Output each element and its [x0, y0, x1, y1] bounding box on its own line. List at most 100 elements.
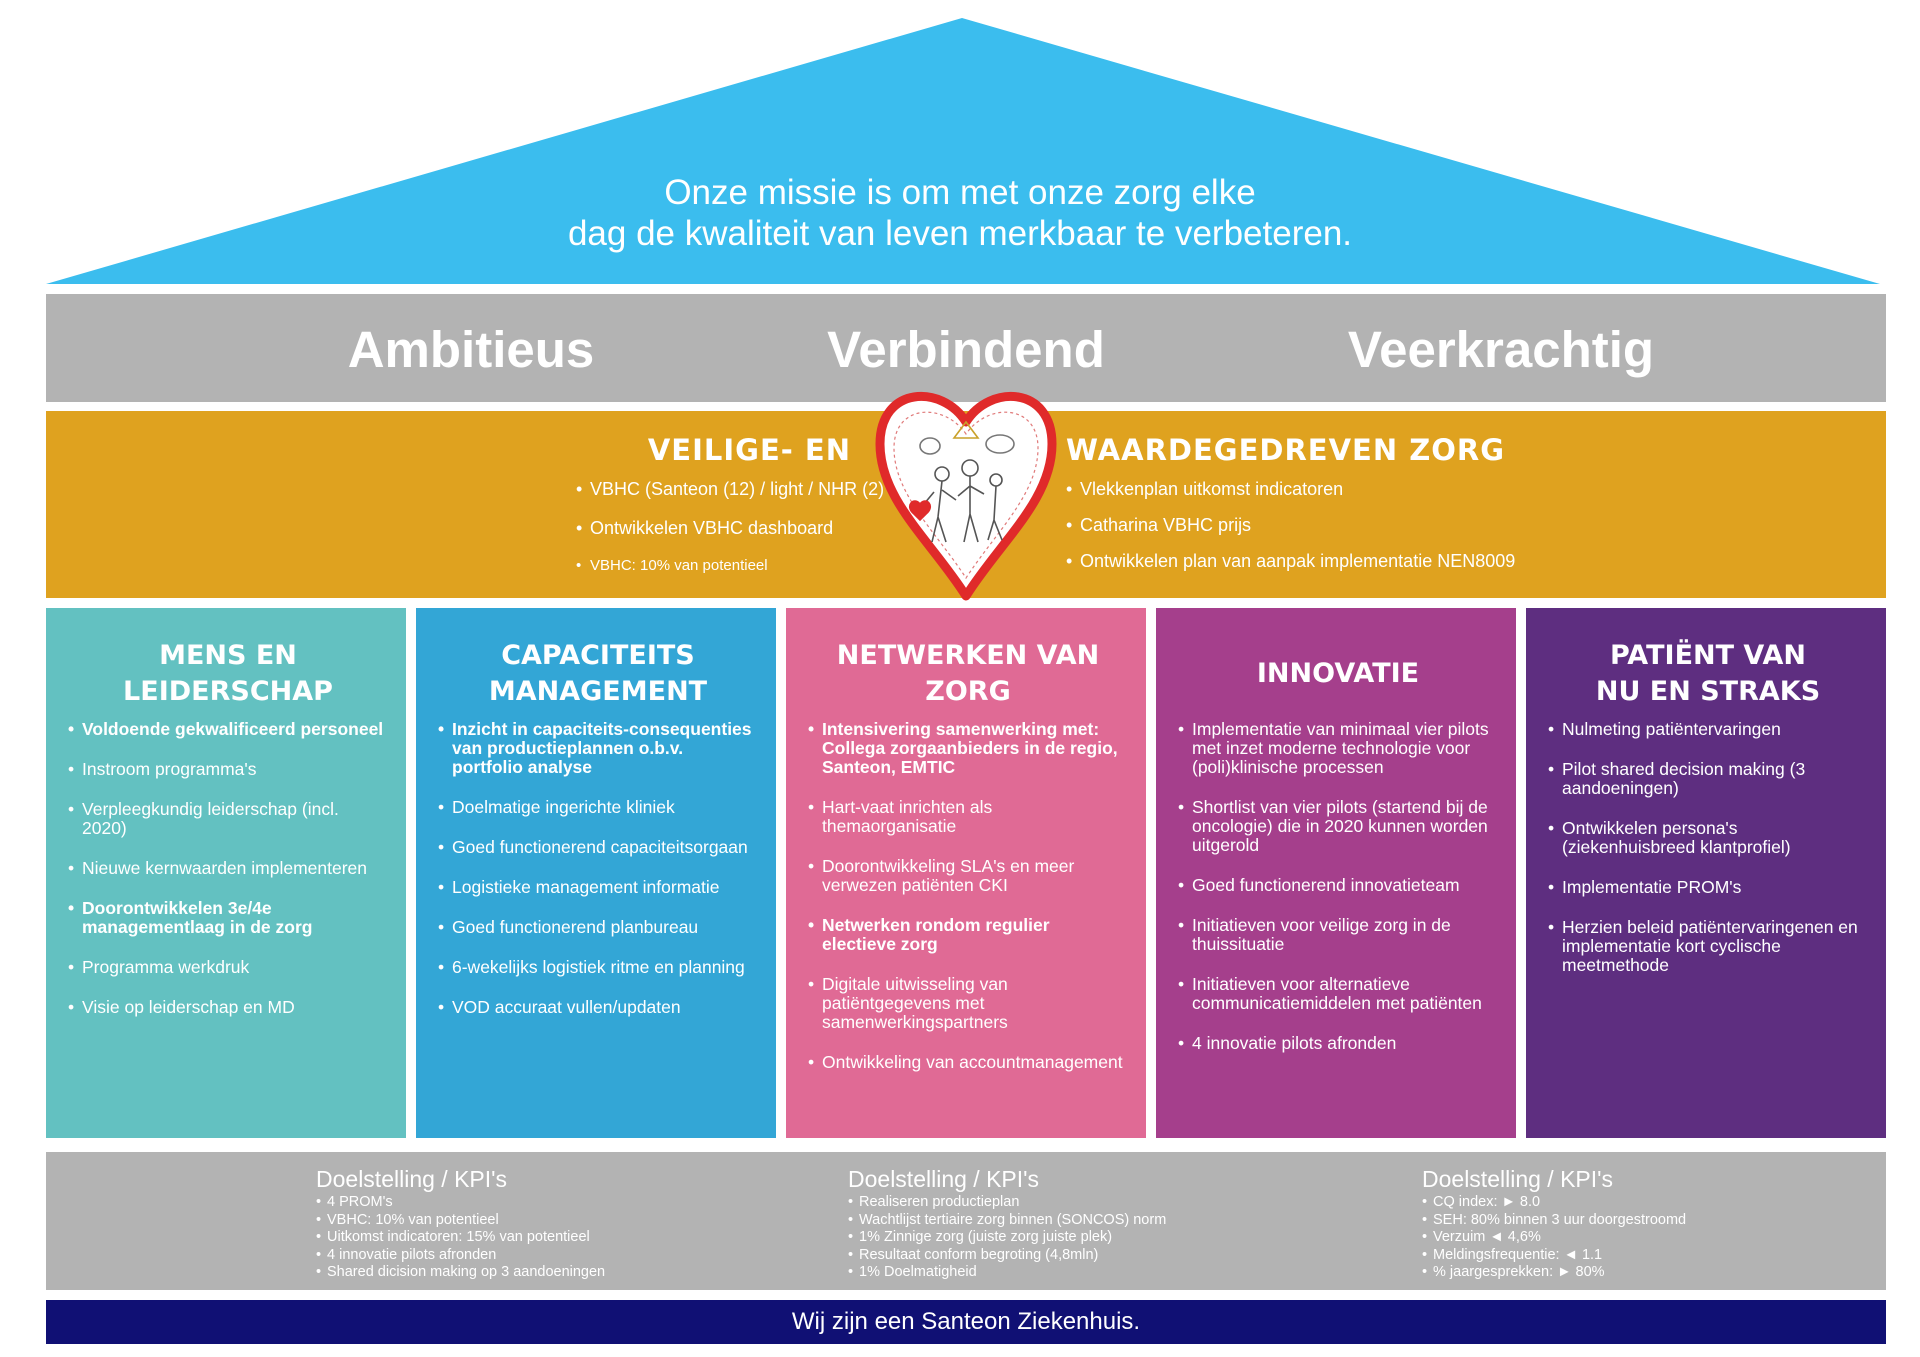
pillar-mens-en-leiderschap: MENS EN LEIDERSCHAP Voldoende gekwalific…	[46, 608, 406, 1138]
pillar-list: Implementatie van minimaal vier pilots m…	[1178, 720, 1498, 1054]
list-item: Shortlist van vier pilots (startend bij …	[1178, 798, 1498, 855]
pillar-title-line: MANAGEMENT	[488, 676, 708, 707]
kpi-band: Doelstelling / KPI's 4 PROM's VBHC: 10% …	[46, 1152, 1886, 1290]
kpi-item: Wachtlijst tertiaire zorg binnen (SONCOS…	[848, 1212, 1166, 1230]
pillar-title: PATIËNT VAN NU EN STRAKS	[1548, 632, 1868, 716]
pillar-title-line: MENS EN LEIDERSCHAP	[123, 640, 333, 707]
list-item: Goed functionerend innovatieteam	[1178, 876, 1498, 896]
heart-inner-line	[893, 411, 1039, 580]
kpi-item: 4 PROM's	[316, 1194, 605, 1212]
zorg-left-item: VBHC: 10% van potentieel	[576, 557, 884, 596]
list-item: Logistieke management informatie	[438, 878, 758, 898]
list-item: Netwerken rondom regulier electieve zorg	[808, 916, 1128, 954]
list-item: Ontwikkelen persona's (ziekenhuisbreed k…	[1548, 819, 1868, 857]
footer-banner: Wij zijn een Santeon Ziekenhuis.	[46, 1300, 1886, 1344]
list-item: Hart-vaat inrichten als themaorganisatie	[808, 798, 1128, 836]
pillar-list: Nulmeting patiëntervaringen Pilot shared…	[1548, 720, 1868, 975]
kpi-column-1: Doelstelling / KPI's 4 PROM's VBHC: 10% …	[316, 1166, 605, 1282]
pillar-title: MENS EN LEIDERSCHAP	[68, 632, 388, 716]
pillar-title-line: PATIËNT VAN	[1610, 640, 1806, 671]
zorg-right-item: Catharina VBHC prijs	[1066, 515, 1515, 551]
pillar-title: NETWERKEN VAN ZORG	[808, 632, 1128, 716]
roof-shape	[46, 18, 1880, 284]
list-item: Ontwikkeling van accountmanagement	[808, 1053, 1128, 1073]
list-item: Initiatieven voor alternatieve communica…	[1178, 975, 1498, 1013]
list-item: Implementatie PROM's	[1548, 878, 1868, 898]
value-veerkrachtig: Veerkrachtig	[1347, 321, 1655, 378]
list-item: Initiatieven voor veilige zorg in de thu…	[1178, 916, 1498, 954]
list-item: Pilot shared decision making (3 aandoeni…	[1548, 760, 1868, 798]
kpi-list: Realiseren productieplan Wachtlijst tert…	[848, 1194, 1166, 1282]
list-item: Digitale uitwisseling van patiëntgegeven…	[808, 975, 1128, 1032]
kpi-column-2: Doelstelling / KPI's Realiseren producti…	[848, 1166, 1166, 1282]
zorg-title-left: VEILIGE- EN	[647, 433, 851, 467]
doodle-figures	[909, 420, 1015, 543]
pillar-title-line: CAPACITEITS	[501, 640, 695, 671]
list-item: Herzien beleid patiëntervaringenen en im…	[1548, 918, 1868, 975]
kpi-item: 1% Doelmatigheid	[848, 1264, 1166, 1282]
value-verbindend: Verbindend	[827, 321, 1105, 378]
list-item: Goed functionerend planbureau	[438, 918, 758, 938]
kpi-title: Doelstelling / KPI's	[316, 1166, 508, 1192]
list-item: 6-wekelijks logistiek ritme en planning	[438, 958, 758, 978]
value-ambitieus: Ambitieus	[347, 321, 595, 378]
kpi-item: Realiseren productieplan	[848, 1194, 1166, 1212]
kpi-item: Meldingsfrequentie: ◄ 1.1	[1422, 1247, 1686, 1265]
kpi-item: CQ index: ► 8.0	[1422, 1194, 1686, 1212]
pillar-title: INNOVATIE	[1178, 632, 1498, 716]
zorg-right-item: Ontwikkelen plan van aanpak implementati…	[1066, 551, 1515, 587]
zorg-right-item: Vlekkenplan uitkomst indicatoren	[1066, 479, 1515, 515]
list-item: Inzicht in capaciteits-consequenties van…	[438, 720, 758, 777]
pillars: MENS EN LEIDERSCHAP Voldoende gekwalific…	[46, 608, 1886, 1138]
values-band: Ambitieus Verbindend Veerkrachtig	[46, 294, 1886, 402]
list-item: VOD accuraat vullen/updaten	[438, 998, 758, 1018]
pillar-list: Voldoende gekwalificeerd personeel Instr…	[68, 720, 388, 1018]
kpi-column-3: Doelstelling / KPI's CQ index: ► 8.0 SEH…	[1422, 1166, 1686, 1282]
list-item: Doorontwikkelen 3e/4e managementlaag in …	[68, 899, 388, 937]
pillar-patient-van-nu-en-straks: PATIËNT VAN NU EN STRAKS Nulmeting patië…	[1526, 608, 1886, 1138]
kpi-item: VBHC: 10% van potentieel	[316, 1212, 605, 1230]
kpi-item: 4 innovatie pilots afronden	[316, 1247, 605, 1265]
kpi-item: SEH: 80% binnen 3 uur doorgestroomd	[1422, 1212, 1686, 1230]
pillar-title-line: NU EN STRAKS	[1595, 676, 1821, 707]
mission-statement: Onze missie is om met onze zorg elke dag…	[400, 172, 1520, 254]
heart-illustration	[875, 392, 1057, 601]
kpi-item: Shared dicision making op 3 aandoeningen	[316, 1264, 605, 1282]
kpi-list: 4 PROM's VBHC: 10% van potentieel Uitkom…	[316, 1194, 605, 1282]
kpi-item: 1% Zinnige zorg (juiste zorg juiste plek…	[848, 1229, 1166, 1247]
kpi-item: Verzuim ◄ 4,6%	[1422, 1229, 1686, 1247]
list-item: Doorontwikkeling SLA's en meer verwezen …	[808, 857, 1128, 895]
kpi-title: Doelstelling / KPI's	[1422, 1166, 1614, 1192]
pillar-list: Inzicht in capaciteits-consequenties van…	[438, 720, 758, 1018]
heart-outline-icon	[875, 392, 1057, 601]
list-item: Doelmatige ingerichte kliniek	[438, 798, 758, 818]
pillar-list: Intensivering samenwerking met: Collega …	[808, 720, 1128, 1073]
list-item: Nulmeting patiëntervaringen	[1548, 720, 1868, 740]
pillar-title-line: INNOVATIE	[1256, 658, 1420, 689]
kpi-item: Uitkomst indicatoren: 15% van potentieel	[316, 1229, 605, 1247]
list-item: 4 innovatie pilots afronden	[1178, 1034, 1498, 1054]
kpi-item: Resultaat conform begroting (4,8mln)	[848, 1247, 1166, 1265]
list-item: Voldoende gekwalificeerd personeel	[68, 720, 388, 740]
list-item: Goed functionerend capaciteitsorgaan	[438, 838, 758, 858]
pillar-innovatie: INNOVATIE Implementatie van minimaal vie…	[1156, 608, 1516, 1138]
roof-triangle	[46, 18, 1880, 284]
zorg-left-item: VBHC (Santeon (12) / light / NHR (2)	[576, 479, 884, 518]
kpi-item: % jaargesprekken: ► 80%	[1422, 1264, 1686, 1282]
list-item: Instroom programma's	[68, 760, 388, 780]
list-item: Implementatie van minimaal vier pilots m…	[1178, 720, 1498, 777]
zorg-right-list: Vlekkenplan uitkomst indicatoren Cathari…	[1066, 479, 1515, 587]
list-item: Verpleegkundig leiderschap (incl. 2020)	[68, 800, 388, 838]
mission-line-2: dag de kwaliteit van leven merkbaar te v…	[567, 214, 1353, 253]
zorg-left-item: Ontwikkelen VBHC dashboard	[576, 518, 884, 557]
kpi-title: Doelstelling / KPI's	[848, 1166, 1040, 1192]
zorg-left-list: VBHC (Santeon (12) / light / NHR (2) Ont…	[576, 479, 884, 596]
kpi-list: CQ index: ► 8.0 SEH: 80% binnen 3 uur do…	[1422, 1194, 1686, 1282]
list-item: Intensivering samenwerking met: Collega …	[808, 720, 1128, 777]
list-item: Nieuwe kernwaarden implementeren	[68, 859, 388, 879]
zorg-title-right: WAARDEGEDREVEN ZORG	[1066, 433, 1506, 467]
pillar-capaciteits-management: CAPACITEITS MANAGEMENT Inzicht in capaci…	[416, 608, 776, 1138]
pillar-title: CAPACITEITS MANAGEMENT	[438, 632, 758, 716]
pillar-netwerken-van-zorg: NETWERKEN VAN ZORG Intensivering samenwe…	[786, 608, 1146, 1138]
pillar-title-line: NETWERKEN VAN ZORG	[836, 640, 1100, 707]
